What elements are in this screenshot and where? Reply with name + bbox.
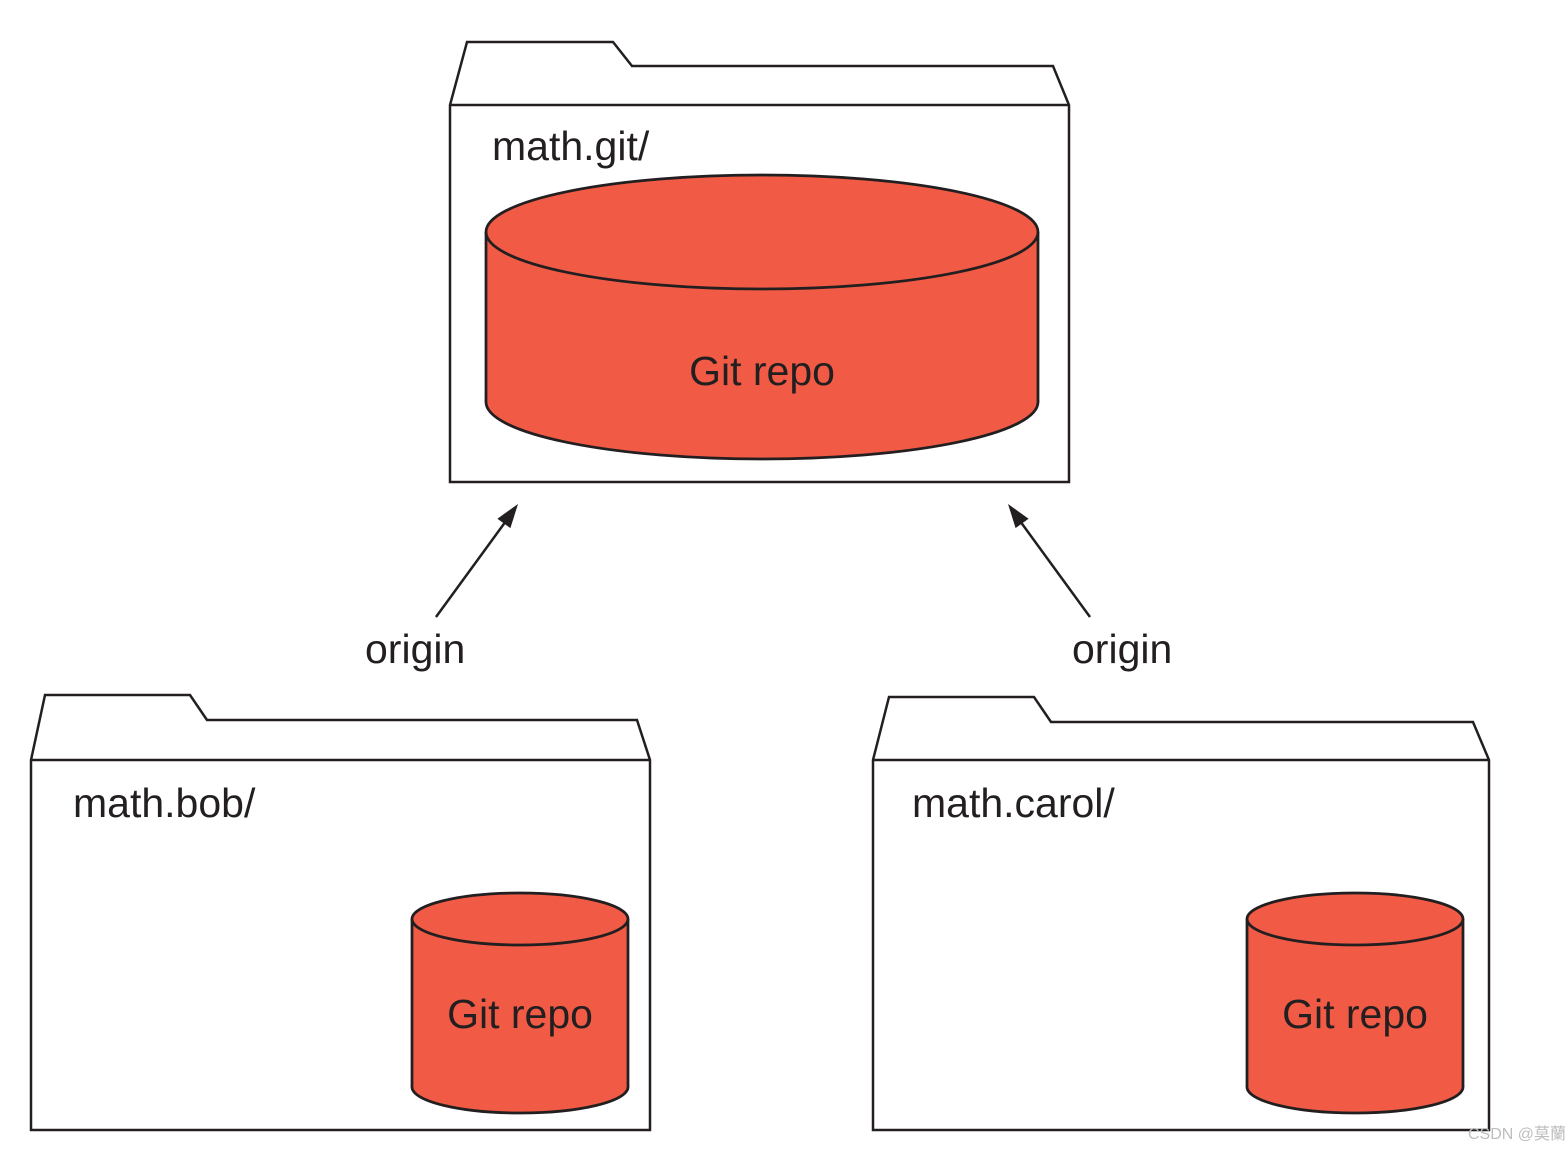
- cylinder-top: [1245, 891, 1465, 947]
- origin-label-right: origin: [1072, 626, 1173, 672]
- folder-label: math.bob/: [73, 780, 256, 826]
- cylinder-top: [410, 891, 630, 947]
- arrow-shaft: [434, 520, 508, 618]
- origin-arrow-left: [434, 504, 518, 618]
- git-repo-cylinder: Git repo: [1245, 891, 1465, 1115]
- origin-label-left: origin: [365, 626, 466, 672]
- cylinder-body: [1247, 919, 1463, 1087]
- git-repo-cylinder: Git repo: [484, 173, 1040, 461]
- watermark: CSDN @莫蘭: [1467, 1126, 1566, 1143]
- arrow-head: [497, 504, 518, 529]
- folder-label: math.git/: [492, 123, 650, 169]
- arrow-shaft: [1018, 520, 1092, 618]
- cylinder-top: [484, 173, 1040, 291]
- git-repo-label: Git repo: [1282, 991, 1428, 1037]
- folder-label: math.carol/: [912, 780, 1115, 826]
- git-repo-label: Git repo: [447, 991, 593, 1037]
- folder-math-bob: Git repo math.bob/: [29, 693, 652, 1132]
- git-repo-label: Git repo: [689, 348, 835, 394]
- git-repo-cylinder: Git repo: [410, 891, 630, 1115]
- cylinder-body: [412, 919, 628, 1087]
- origin-arrow-right: [1008, 504, 1092, 618]
- arrow-head: [1008, 504, 1029, 529]
- folder-math-git: Git repo math.git/: [448, 40, 1071, 484]
- folder-math-carol: Git repo math.carol/: [871, 695, 1491, 1132]
